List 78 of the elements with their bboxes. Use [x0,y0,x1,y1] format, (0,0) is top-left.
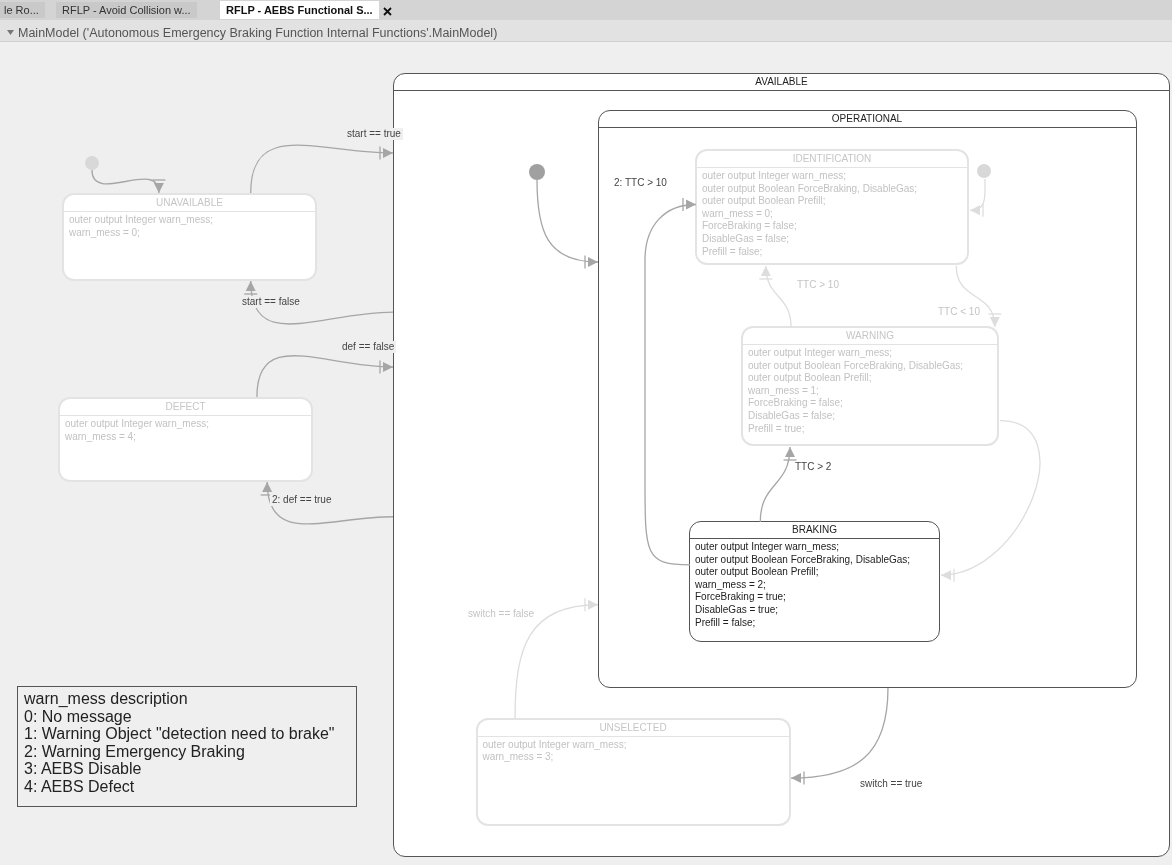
state-box [695,149,969,265]
transition-arrow [955,265,1001,328]
state-action-code: ForceBraking = false; [747,397,844,410]
note-text: 3: AEBS Disable [24,760,143,778]
tab: RFLP - Avoid Collision w... [56,2,197,18]
state-box [689,521,940,642]
transition-label: TTC < 10 [936,306,982,318]
note-text: 4: AEBS Defect [24,777,136,795]
transition-arrow [940,419,1041,581]
state-name: UNSELECTED [477,719,789,737]
state-action-code: outer output Integer warn_mess; [68,214,214,227]
state-action-code: ForceBraking = true; [694,591,787,604]
transition-arrow [250,144,394,194]
transition-arrow [256,355,394,398]
state-action-code: warn_mess = 4; [64,430,137,444]
state-action-code: Prefill = false; [694,616,757,630]
transition-label: start == true [345,128,403,140]
state-action-code: Prefill = false; [701,245,764,259]
transition-arrow [261,481,394,525]
state-action-code: ForceBraking = false; [701,220,798,233]
state-action-code: warn_mess = 3; [481,751,555,764]
note-text: 0: No message [24,707,133,725]
state-action-code: outer output Boolean Prefill; [747,372,873,385]
state-action-code: outer output Boolean ForceBraking, DisableGas; [694,553,912,567]
state-name: IDENTIFICATION [697,151,967,168]
transition-arrow [790,687,889,785]
model-path-header: MainModel ('Autonomous Emergency Braking Function Internal Functions'.MainModel) [18,25,498,42]
transition-arrow [91,169,164,194]
state-action-code: outer output Integer warn_mess; [64,418,210,431]
initial-state-dot [977,164,991,178]
transition-arrow [969,178,986,217]
transition-label: 2: def == true [270,494,334,506]
composite-state-box [597,109,1137,688]
state-name: DEFECT [60,399,311,416]
state-box [475,717,791,826]
initial-state-dot [85,156,99,170]
state-action-code: outer output Integer warn_mess; [701,170,847,183]
state-action-code: warn_mess = 2; [694,578,767,592]
state-action-code: outer output Boolean ForceBraking, DisableGas; [701,182,919,196]
state-action-code: outer output Boolean Prefill; [694,566,820,579]
state-action-code: outer output Integer warn_mess; [481,738,628,752]
state-action-code: outer output Integer warn_mess; [747,347,893,360]
active-tab: RFLP - AEBS Functional S... [220,1,379,19]
initial-state-dot [528,163,545,180]
note-box [17,686,357,807]
transition-arrow [514,598,599,719]
note-text: 1: Warning Object "detection need to brake" [24,725,336,743]
state-action-code: outer output Boolean Prefill; [701,195,827,208]
state-name: WARNING [743,328,997,345]
transition-arrow [536,179,599,269]
state-action-code: DisableGas = true; [694,603,780,617]
state-box [62,193,317,281]
state-action-code: outer output Boolean ForceBraking, DisableGas; [747,359,965,373]
state-action-code: warn_mess = 1; [747,384,820,398]
state-box [58,397,313,482]
transition-arrow [759,446,797,523]
state-action-code: outer output Integer warn_mess; [694,541,840,554]
transition-label: TTC > 2 [793,461,834,473]
transition-label: def == false [340,341,397,353]
state-action-code: DisableGas = false; [701,232,790,246]
tab: le Ro... [0,2,45,18]
note-text: warn_mess description [24,690,189,708]
transition-label: start == false [240,296,302,308]
state-name: AVAILABLE [394,74,1169,91]
state-box [741,326,999,446]
transition-arrow [759,265,792,328]
transition-label: switch == true [858,778,925,790]
state-name: OPERATIONAL [598,110,1136,128]
state-action-code: Prefill = true; [747,422,806,436]
state-name: UNAVAILABLE [64,195,315,212]
state-name: BRAKING [690,522,939,539]
state-action-code: DisableGas = false; [747,409,836,423]
transition-arrow [244,280,394,325]
transition-label: switch == false [466,608,537,620]
note-text: 2: Warning Emergency Braking [24,742,246,760]
transition-arrow [644,198,697,566]
transition-label: TTC > 10 [795,279,841,291]
transition-label: 2: TTC > 10 [612,177,669,189]
